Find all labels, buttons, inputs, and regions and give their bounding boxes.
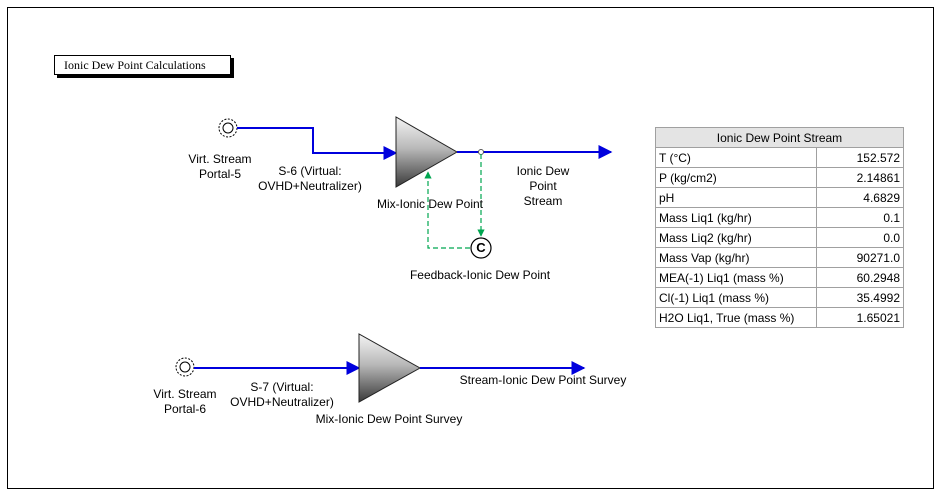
label-virt-stream-portal-5: Virt. Stream Portal-5 [188, 152, 252, 181]
feedback-controller-icon[interactable] [470, 237, 492, 259]
property-label: Cl(-1) Liq1 (mass %) [655, 287, 817, 308]
label-virt-stream-portal-6: Virt. Stream Portal-6 [153, 387, 217, 416]
property-table-header: Ionic Dew Point Stream [655, 127, 904, 148]
stream-s6-line[interactable] [237, 127, 398, 160]
property-value: 35.4992 [816, 287, 904, 308]
property-value: 4.6829 [816, 187, 904, 208]
virtual-stream-portal-6-icon[interactable] [175, 357, 195, 377]
property-value: 152.572 [816, 147, 904, 168]
property-label: pH [655, 187, 817, 208]
table-row: P (kg/cm2)2.14861 [655, 167, 904, 188]
table-row: Mass Liq2 (kg/hr)0.0 [655, 227, 904, 248]
property-value: 1.65021 [816, 307, 904, 328]
property-label: MEA(-1) Liq1 (mass %) [655, 267, 817, 288]
property-table: Ionic Dew Point Stream T (°C)152.572 P (… [655, 127, 904, 328]
diagram-title: Ionic Dew Point Calculations [54, 55, 231, 75]
diagram-frame [7, 7, 934, 489]
property-label: Mass Liq1 (kg/hr) [655, 207, 817, 228]
stream-tap-point [478, 149, 484, 155]
property-value: 0.0 [816, 227, 904, 248]
property-value: 2.14861 [816, 167, 904, 188]
property-label: H2O Liq1, True (mass %) [655, 307, 817, 328]
property-label: Mass Vap (kg/hr) [655, 247, 817, 268]
label-feedback-ionic-dew-point: Feedback-Ionic Dew Point [409, 268, 551, 282]
label-ionic-dew-point-stream: Ionic Dew Point Stream [516, 164, 570, 208]
table-row: Cl(-1) Liq1 (mass %)35.4992 [655, 287, 904, 308]
property-label: Mass Liq2 (kg/hr) [655, 227, 817, 248]
table-row: T (°C)152.572 [655, 147, 904, 168]
label-mixer-ionic-dew-point-survey: Mix-Ionic Dew Point Survey [315, 412, 463, 426]
property-label: T (°C) [655, 147, 817, 168]
property-value: 0.1 [816, 207, 904, 228]
virtual-stream-portal-5-icon[interactable] [218, 118, 238, 138]
label-stream-s7: S-7 (Virtual: OVHD+Neutralizer) [230, 380, 334, 409]
table-row: Mass Vap (kg/hr)90271.0 [655, 247, 904, 268]
table-row: Mass Liq1 (kg/hr)0.1 [655, 207, 904, 228]
property-label: P (kg/cm2) [655, 167, 817, 188]
property-value: 90271.0 [816, 247, 904, 268]
label-stream-s6: S-6 (Virtual: OVHD+Neutralizer) [258, 164, 362, 193]
table-row: MEA(-1) Liq1 (mass %)60.2948 [655, 267, 904, 288]
table-row: H2O Liq1, True (mass %)1.65021 [655, 307, 904, 328]
feedback-signal-return-line[interactable] [424, 171, 470, 249]
feedback-controller-letter: C [476, 240, 486, 255]
property-value: 60.2948 [816, 267, 904, 288]
label-mixer-ionic-dew-point: Mix-Ionic Dew Point [376, 197, 484, 211]
mixer-ionic-dew-point-survey-icon[interactable] [358, 333, 422, 403]
mixer-ionic-dew-point-icon[interactable] [395, 116, 459, 188]
label-stream-ionic-dew-point-survey: Stream-Ionic Dew Point Survey [459, 373, 627, 387]
